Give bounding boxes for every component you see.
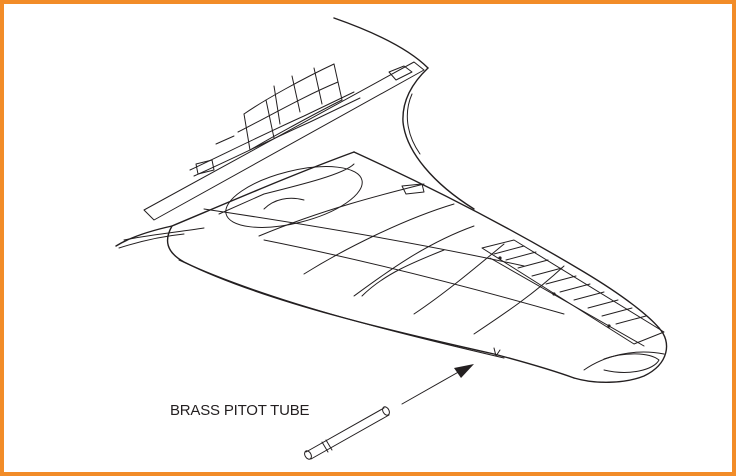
aileron-ribs [481, 239, 665, 347]
fuselage-side [333, 17, 475, 210]
wing-panel-lines [203, 163, 565, 335]
callout-brass-pitot-tube: BRASS PITOT TUBE [170, 402, 310, 419]
pitot-tube-part [304, 406, 390, 460]
pitot-mount-notch [493, 347, 501, 357]
callout-arrow [401, 364, 474, 405]
wing-tip-lens [583, 351, 665, 373]
flap-structure [143, 61, 425, 221]
fairing-plate [401, 183, 425, 195]
wing-outline [166, 151, 668, 383]
gear-bay-ellipse [225, 166, 363, 228]
wing-drawing [115, 17, 668, 460]
wing-root-fillet [115, 151, 355, 249]
